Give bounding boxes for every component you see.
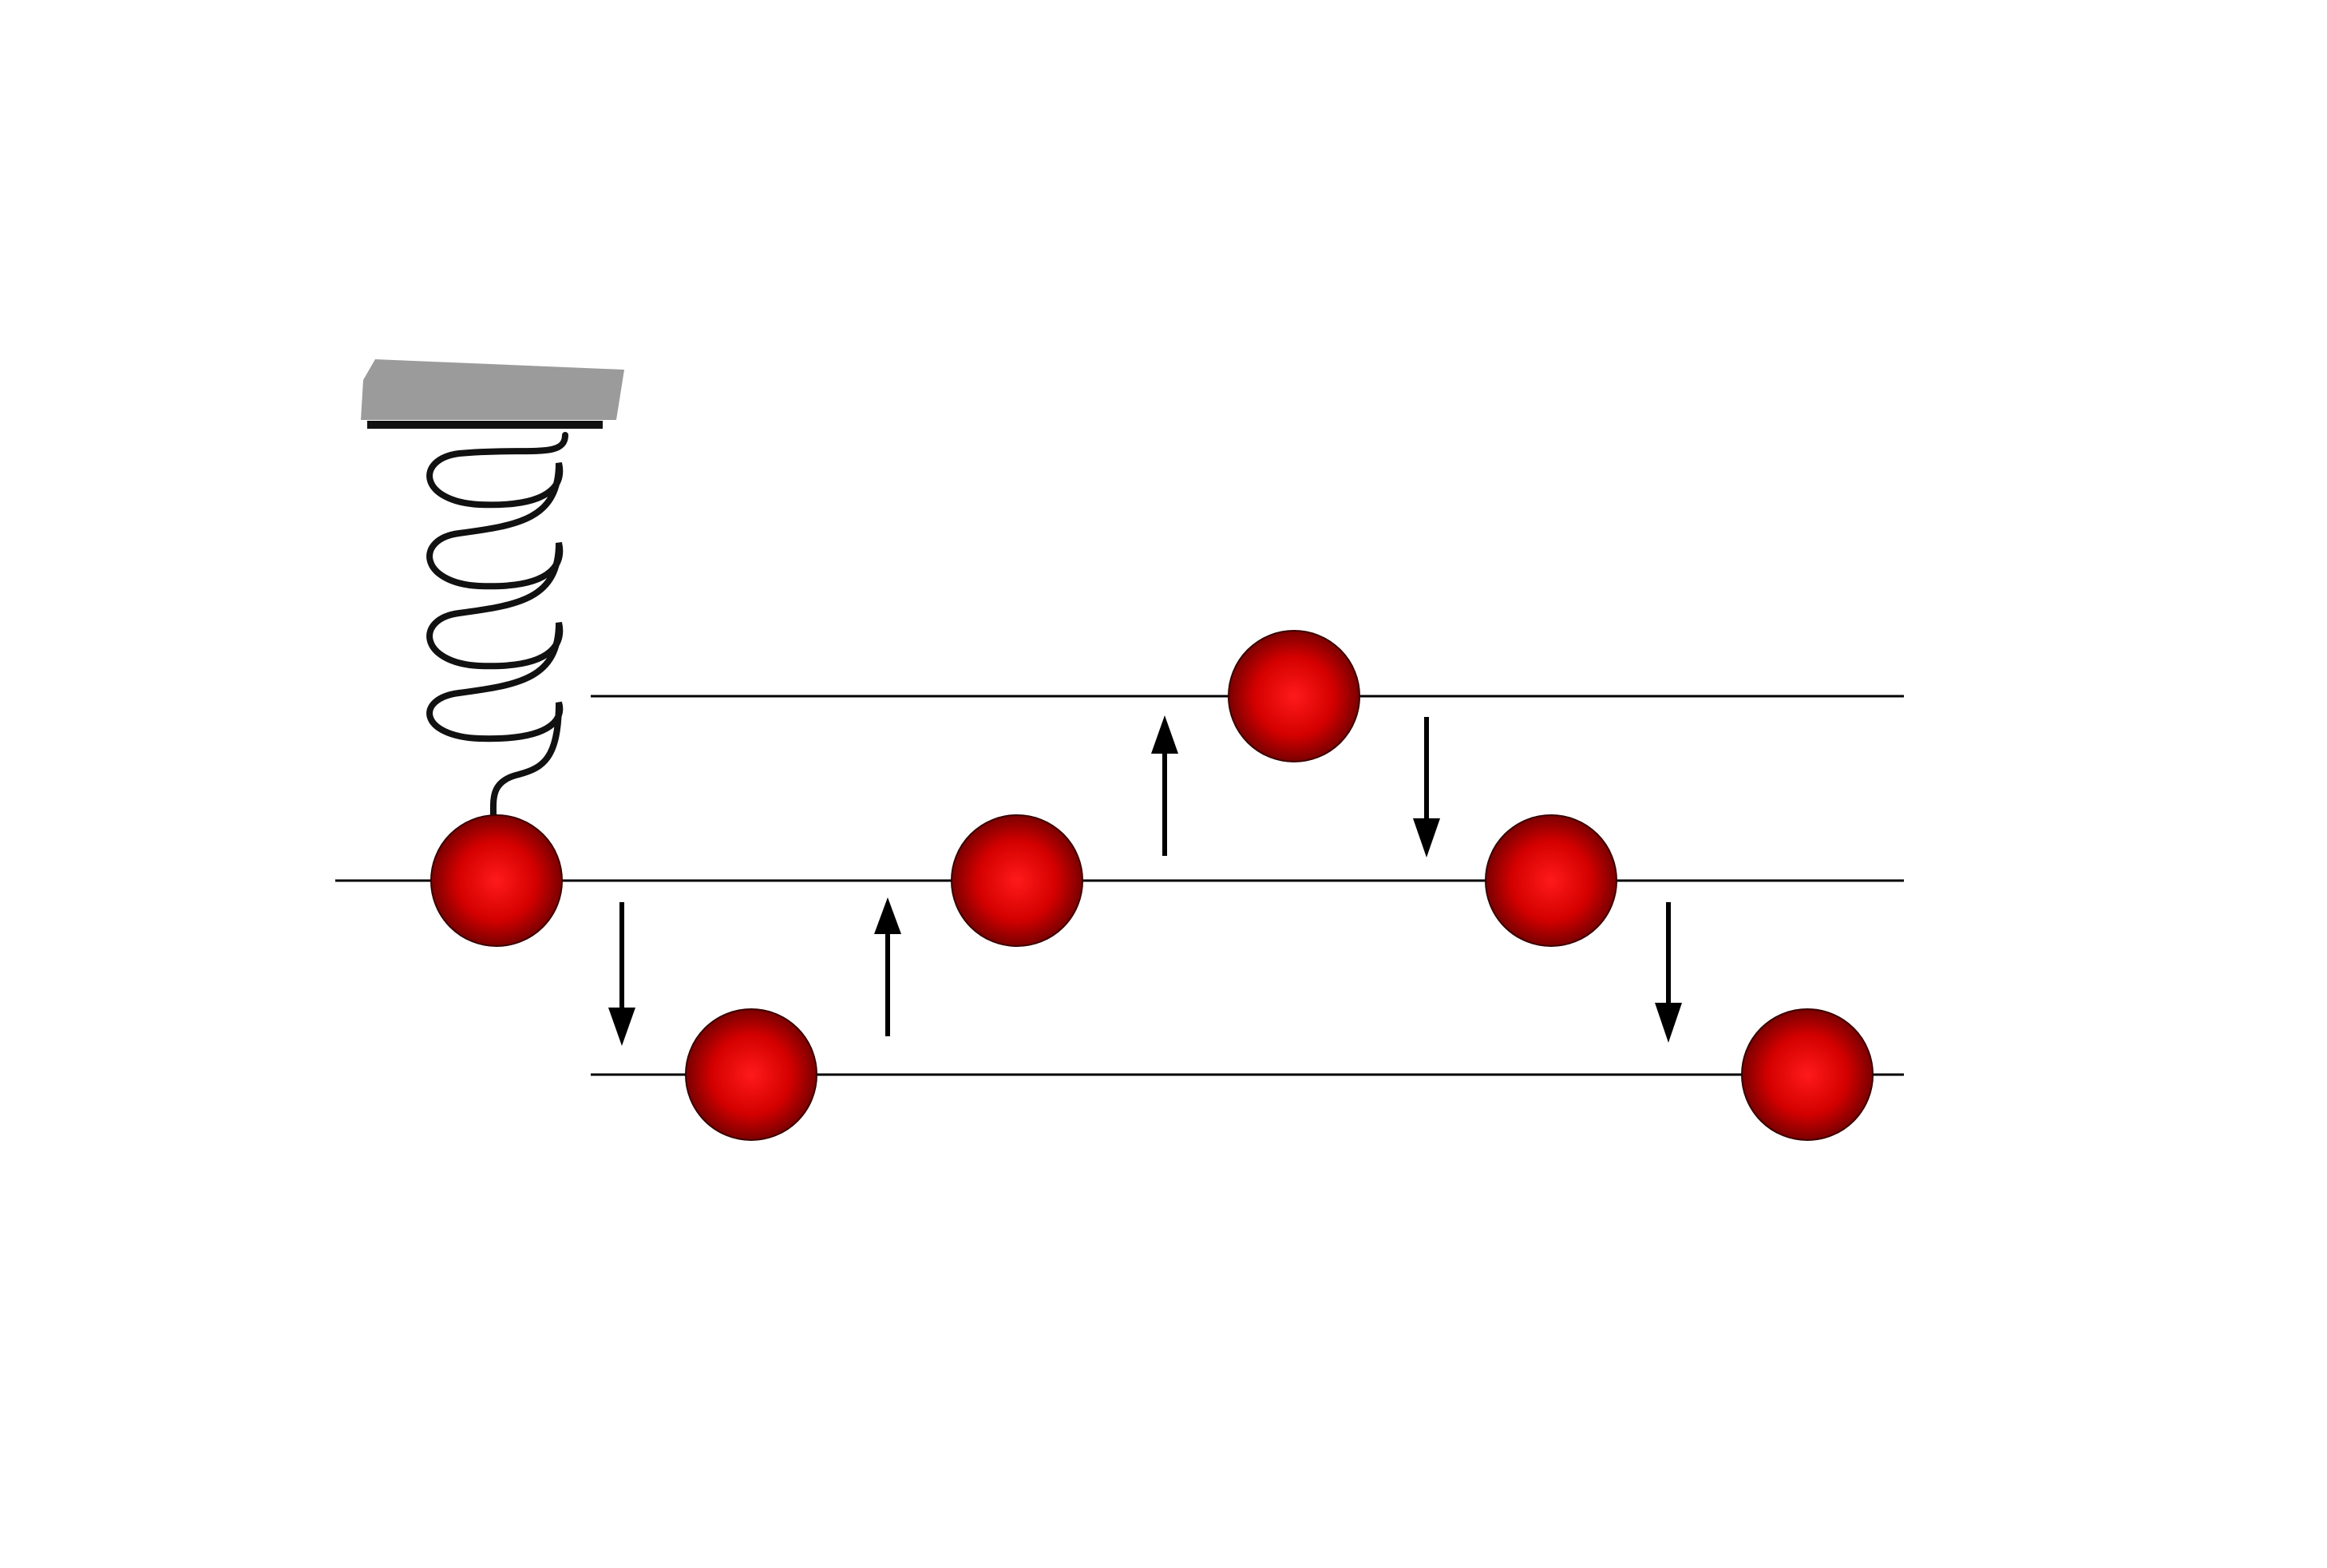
- coil-spring-icon: [426, 432, 568, 819]
- mount-block: [361, 359, 624, 420]
- red-ball-icon: [1228, 630, 1360, 762]
- red-ball-icon: [951, 814, 1083, 947]
- red-ball-icon: [685, 1008, 817, 1141]
- motion-arrows: [608, 715, 1682, 1046]
- arrow-down-icon: [608, 902, 635, 1046]
- ceiling-mount-icon: [361, 359, 624, 429]
- arrow-down-icon: [1413, 717, 1440, 857]
- red-ball-icon: [1741, 1008, 1874, 1141]
- arrow-up-icon: [1151, 715, 1178, 856]
- arrow-up-icon: [874, 897, 901, 1036]
- red-ball-icon: [430, 814, 563, 947]
- masses: [430, 630, 1874, 1141]
- mount-base-bar: [367, 421, 603, 429]
- arrow-down-icon: [1655, 902, 1682, 1043]
- red-ball-icon: [1485, 814, 1617, 947]
